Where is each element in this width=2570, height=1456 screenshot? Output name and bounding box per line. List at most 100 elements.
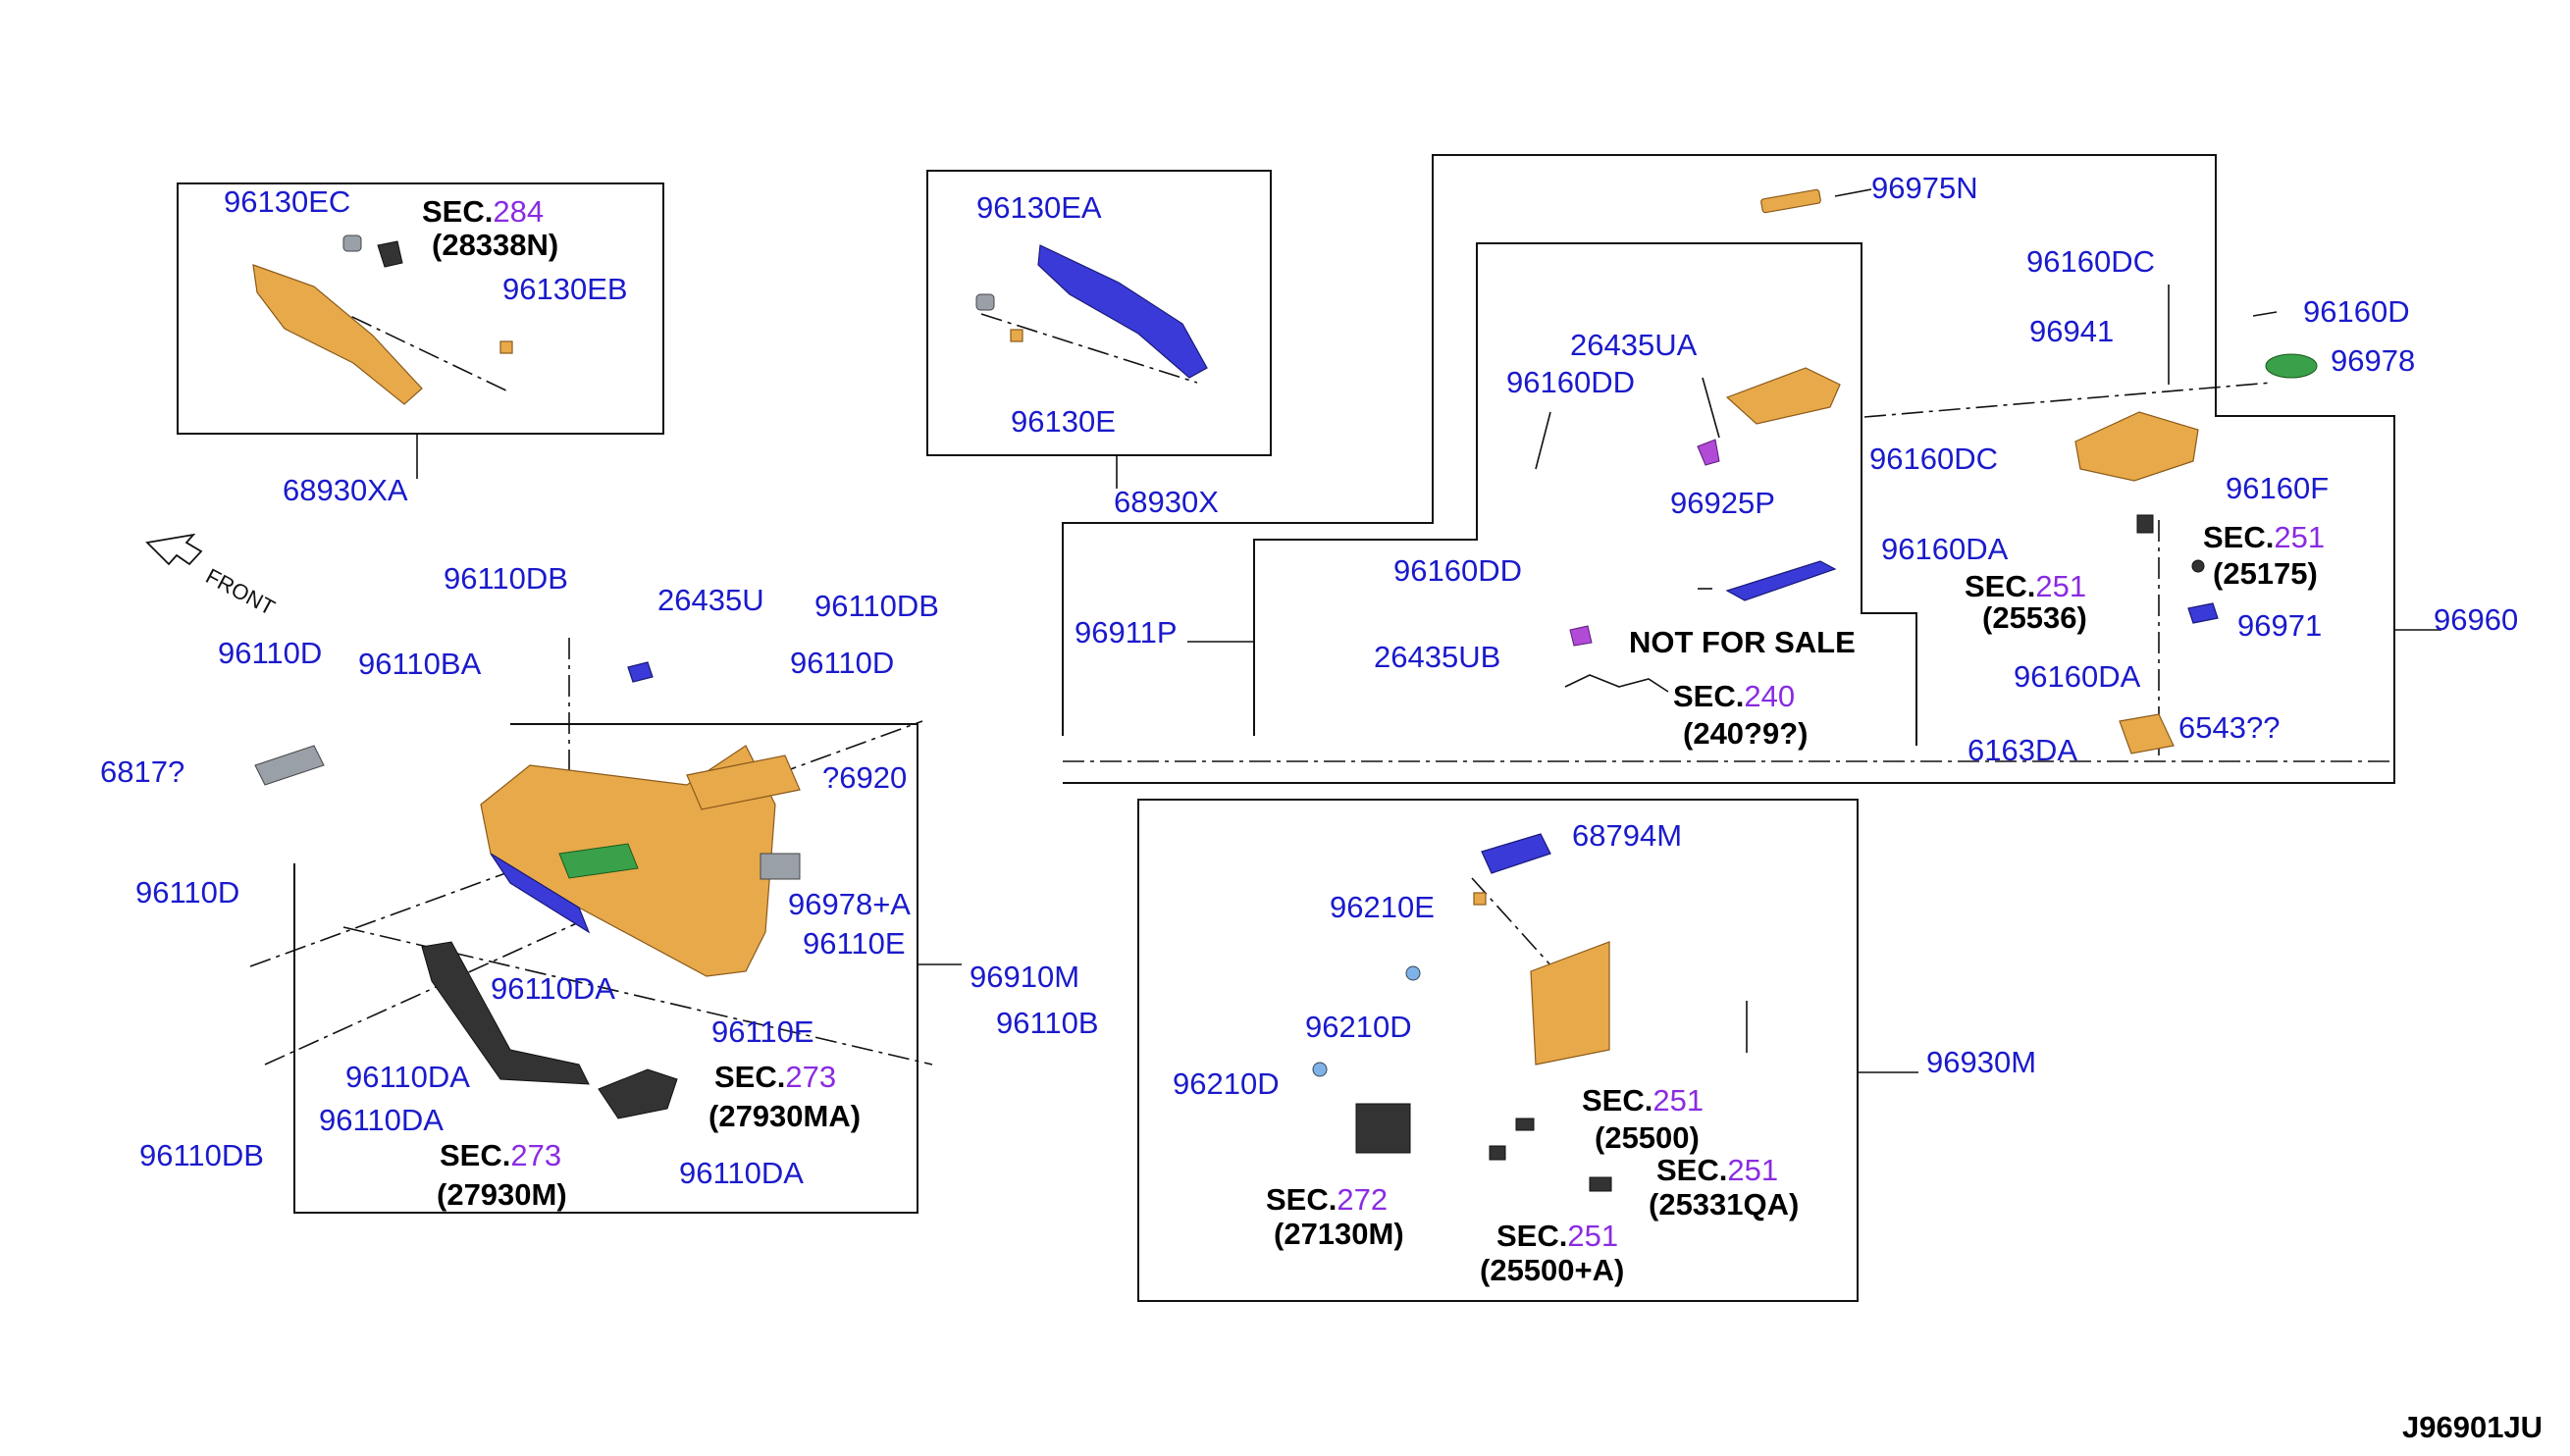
clip-96210E-shape	[1473, 892, 1487, 906]
label-96160DC-a[interactable]: 96160DC	[2026, 244, 2155, 279]
label-96110D-a[interactable]: 96110D	[218, 636, 322, 670]
label-6163DA[interactable]: 6163DA	[1967, 733, 2077, 767]
label-96130EB[interactable]: 96130EB	[502, 272, 628, 306]
label-96978A[interactable]: 96978+A	[788, 887, 911, 921]
label-96110DA-c[interactable]: 96110DA	[319, 1103, 444, 1137]
label-96110DA-d[interactable]: 96110DA	[679, 1156, 804, 1190]
switch-25175-shape	[2136, 514, 2154, 534]
label-96110E-a[interactable]: 96110E	[803, 926, 906, 961]
label-96210D-a[interactable]: 96210D	[1305, 1010, 1412, 1044]
sensor-25536-shape	[2191, 559, 2205, 573]
label-96911P[interactable]: 96911P	[1075, 615, 1178, 650]
label-68794M[interactable]: 68794M	[1572, 818, 1682, 853]
label-96160DD-b[interactable]: 96160DD	[1393, 553, 1522, 588]
switch-25500-shape	[1515, 1118, 1535, 1131]
clip-26435UB-shape	[1569, 625, 1593, 647]
sec-251-c[interactable]: SEC.251	[1582, 1083, 1704, 1118]
label-96920x[interactable]: ?6920	[822, 760, 907, 795]
sec-273-a[interactable]: SEC.273	[714, 1060, 836, 1094]
sec-251-a-ref: (25175)	[2213, 556, 2318, 591]
label-68930X[interactable]: 68930X	[1114, 485, 1219, 519]
label-96160DD-a[interactable]: 96160DD	[1506, 365, 1635, 399]
sec-251-e[interactable]: SEC.251	[1496, 1219, 1618, 1253]
label-96930M[interactable]: 96930M	[1926, 1045, 2036, 1079]
sec-284-ref: (28338N)	[432, 228, 558, 262]
sec-284[interactable]: SEC.284	[422, 194, 544, 229]
label-96130EA[interactable]: 96130EA	[976, 190, 1102, 225]
frame-96930M	[1137, 799, 1859, 1302]
sec-251-e-ref: (25500+A)	[1480, 1253, 1624, 1287]
label-96941[interactable]: 96941	[2029, 314, 2114, 348]
label-96110B[interactable]: 96110B	[996, 1006, 1099, 1040]
label-26435U[interactable]: 26435U	[657, 583, 764, 617]
label-26435UB[interactable]: 26435UB	[1374, 640, 1500, 674]
frame-68930XA	[177, 182, 664, 435]
label-96210D-b[interactable]: 96210D	[1173, 1066, 1280, 1101]
nut-28338N-shape	[377, 240, 403, 268]
part-96971-shape	[2187, 602, 2219, 624]
label-96110D-c[interactable]: 96110D	[135, 875, 239, 910]
label-96110DB-a[interactable]: 96110DB	[444, 561, 568, 596]
harness-240-shape	[1564, 674, 1669, 693]
duct-27930M-shape	[421, 941, 590, 1085]
duct-27930MA-shape	[598, 1068, 678, 1119]
sec-251-a[interactable]: SEC.251	[2203, 520, 2325, 554]
frame-68930X	[926, 170, 1272, 456]
switch-25331QA-shape	[1589, 1176, 1612, 1192]
label-96925P[interactable]: 96925P	[1670, 486, 1775, 520]
sec-273-b[interactable]: SEC.273	[440, 1138, 561, 1172]
pad-96978-shape	[2265, 353, 2318, 379]
part-6543x-shape	[2119, 713, 2175, 754]
sec-273-b-ref: (27930M)	[437, 1177, 567, 1212]
label-68930XA[interactable]: 68930XA	[283, 473, 408, 507]
label-96210E[interactable]: 96210E	[1330, 890, 1435, 924]
label-96110DA-b[interactable]: 96110DA	[345, 1060, 470, 1094]
frame-96925P	[1253, 242, 1917, 746]
label-96910M[interactable]: 96910M	[970, 960, 1079, 994]
dash-lines	[249, 284, 2394, 1066]
trim-panel-68930X-shape	[1037, 244, 1208, 379]
panel-96930M-shape	[1530, 941, 1610, 1066]
clip-96130E-shape	[1010, 329, 1023, 342]
clip-26435UA-shape	[1697, 439, 1720, 466]
sec-273-a-ref: (27930MA)	[708, 1099, 861, 1133]
label-96971[interactable]: 96971	[2237, 608, 2322, 643]
diagram-id: J96901JU	[2402, 1410, 2543, 1444]
label-96130EC[interactable]: 96130EC	[224, 184, 350, 219]
label-6817x[interactable]: 6817?	[100, 754, 184, 789]
sec-251-b-ref: (25536)	[1982, 600, 2087, 635]
frame-96911P	[1062, 154, 2395, 784]
switch-25500A-shape	[1489, 1145, 1506, 1161]
clip-96130EB-shape	[499, 340, 513, 354]
label-96110BA[interactable]: 96110BA	[358, 647, 482, 681]
label-96975N[interactable]: 96975N	[1871, 171, 1978, 205]
sec-240[interactable]: SEC.240	[1673, 679, 1795, 713]
sec-240-ref: (240?9?)	[1683, 716, 1808, 751]
sec-251-b[interactable]: SEC.251	[1965, 569, 2086, 603]
label-96110D-b[interactable]: 96110D	[790, 646, 894, 680]
front-label: FRONT	[202, 563, 280, 620]
label-96110DB-b[interactable]: 96110DB	[814, 589, 939, 623]
label-96160F[interactable]: 96160F	[2226, 471, 2329, 505]
sec-251-d[interactable]: SEC.251	[1656, 1153, 1778, 1187]
label-96110DA-a[interactable]: 96110DA	[491, 971, 615, 1006]
label-96160D[interactable]: 96160D	[2303, 294, 2410, 329]
label-96160DA-b[interactable]: 96160DA	[2014, 659, 2141, 694]
label-96130E[interactable]: 96130E	[1011, 404, 1116, 439]
clip-96210D-b-shape	[1312, 1062, 1328, 1077]
bracket-96925P-shape	[1725, 367, 1841, 425]
sec-272-ref: (27130M)	[1274, 1217, 1404, 1251]
label-96110E-b[interactable]: 96110E	[711, 1014, 814, 1049]
label-96160DA-a[interactable]: 96160DA	[1881, 532, 2009, 566]
label-96960[interactable]: 96960	[2434, 602, 2518, 637]
label-96110DB-c[interactable]: 96110DB	[139, 1138, 264, 1172]
label-96160DC-b[interactable]: 96160DC	[1869, 442, 1998, 476]
console-side-blue-shape	[490, 853, 591, 934]
label-6543x[interactable]: 6543??	[2178, 710, 2280, 745]
label-26435UA[interactable]: 26435UA	[1570, 328, 1698, 362]
clip-96130EC-shape	[342, 234, 362, 252]
label-96978[interactable]: 96978	[2331, 343, 2415, 378]
console-pad-green-shape	[558, 843, 639, 879]
sec-272[interactable]: SEC.272	[1266, 1182, 1388, 1217]
